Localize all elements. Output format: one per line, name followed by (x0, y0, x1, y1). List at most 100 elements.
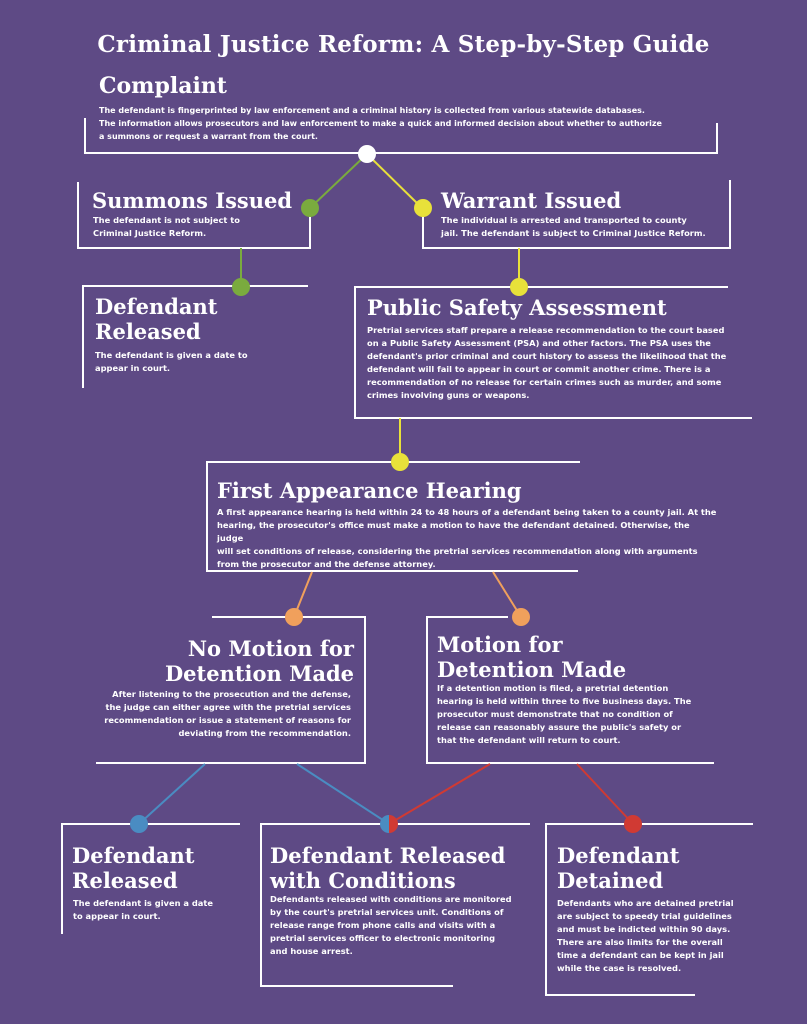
page-title: Criminal Justice Reform: A Step-by-Step … (97, 31, 710, 58)
detained-line-4: There are also limits for the overall (557, 937, 723, 947)
summons-text: The defendant is not subject to Criminal… (93, 214, 303, 240)
connector-detained (576, 763, 634, 825)
summons-line-1: The defendant is not subject to (93, 215, 240, 225)
released-1-line-2: appear in court. (95, 363, 171, 373)
released-conditions-title-line-2: with Conditions (270, 868, 456, 893)
motion-node (512, 608, 530, 626)
psa-line-1: Pretrial services staff prepare a releas… (367, 325, 725, 335)
first-appearance-title: First Appearance Hearing (217, 478, 522, 503)
psa-line-6: crimes involving guns or weapons. (367, 390, 530, 400)
released-1-text: The defendant is given a date to appear … (95, 349, 295, 375)
psa-text: Pretrial services staff prepare a releas… (367, 324, 747, 402)
complaint-title: Complaint (99, 73, 227, 99)
motion-title-line-1: Motion for (437, 632, 563, 657)
released-1-title: Defendant Released (95, 294, 218, 344)
first-appearance-node (391, 453, 409, 471)
released-2-node (130, 815, 148, 833)
summons-line-2: Criminal Justice Reform. (93, 228, 207, 238)
motion-line-5: that the defendant will return to court. (437, 735, 621, 745)
complaint-line-2: The information allows prosecutors and l… (99, 119, 662, 128)
released-2-title: Defendant Released (72, 843, 195, 893)
detained-box-frame (545, 823, 753, 996)
connector-summons (309, 153, 368, 209)
summons-box-frame (77, 182, 311, 249)
psa-line-2: on a Public Safety Assessment (PSA) and … (367, 338, 711, 348)
first-appearance-line-1: A first appearance hearing is held withi… (217, 507, 717, 517)
released-conditions-node (380, 815, 398, 833)
detained-line-3: and must be indicted within 90 days. (557, 924, 731, 934)
no-motion-text: After listening to the prosecution and t… (80, 688, 351, 740)
psa-title: Public Safety Assessment (367, 295, 667, 320)
warrant-line-1: The individual is arrested and transport… (441, 215, 687, 225)
connector-conditions-blue (296, 763, 390, 825)
psa-line-4: defendant will fail to appear in court o… (367, 364, 711, 374)
detained-title-line-2: Detained (557, 868, 664, 893)
released-1-line-1: The defendant is given a date to (95, 350, 248, 360)
released-conditions-line-3: release range from phone calls and visit… (270, 920, 496, 930)
complaint-node (358, 145, 376, 163)
connector-released-2 (138, 763, 206, 825)
no-motion-title: No Motion for Detention Made (100, 636, 354, 686)
detained-line-1: Defendants who are detained pretrial (557, 898, 734, 908)
no-motion-line-4: deviating from the recommendation. (178, 728, 351, 738)
warrant-line-2: jail. The defendant is subject to Crimin… (441, 228, 706, 238)
connector-warrant (366, 153, 423, 209)
motion-box-frame (426, 616, 714, 764)
first-appearance-line-3: will set conditions of release, consider… (217, 546, 698, 556)
no-motion-title-line-1: No Motion for (187, 636, 354, 661)
released-2-box-frame (61, 823, 240, 934)
summons-node (301, 199, 319, 217)
no-motion-node (285, 608, 303, 626)
released-conditions-line-1: Defendants released with conditions are … (270, 894, 512, 904)
motion-line-4: release can reasonably assure the public… (437, 722, 682, 732)
released-conditions-title: Defendant Released with Conditions (270, 843, 505, 893)
complaint-line-3: a summons or request a warrant from the … (99, 132, 318, 141)
first-appearance-line-4: from the prosecutor and the defense atto… (217, 559, 436, 569)
motion-title: Motion for Detention Made (437, 632, 626, 682)
released-conditions-text: Defendants released with conditions are … (270, 893, 525, 958)
released-2-title-line-2: Released (72, 868, 178, 893)
released-conditions-title-line-1: Defendant Released (270, 843, 506, 868)
motion-line-1: If a detention motion is filed, a pretri… (437, 683, 669, 693)
detained-title-line-1: Defendant (557, 843, 680, 868)
summons-title: Summons Issued (92, 188, 293, 213)
detained-line-2: are subject to speedy trial guidelines (557, 911, 732, 921)
warrant-text: The individual is arrested and transport… (441, 214, 726, 240)
warrant-node (414, 199, 432, 217)
motion-line-3: prosecutor must demonstrate that no cond… (437, 709, 673, 719)
connector-conditions-red (388, 763, 491, 825)
motion-text: If a detention motion is filed, a pretri… (437, 682, 707, 747)
psa-line-3: defendant's prior criminal and court his… (367, 351, 727, 361)
released-2-text: The defendant is given a date to appear … (73, 897, 248, 923)
detained-text: Defendants who are detained pretrial are… (557, 897, 752, 975)
detained-line-6: while the case is resolved. (557, 963, 682, 973)
released-conditions-line-4: pretrial services officer to electronic … (270, 933, 496, 943)
no-motion-line-1: After listening to the prosecution and t… (112, 689, 351, 699)
released-1-title-line-1: Defendant (95, 294, 218, 319)
psa-line-5: recommendation of no release for certain… (367, 377, 722, 387)
no-motion-title-line-2: Detention Made (164, 661, 354, 686)
detained-node (624, 815, 642, 833)
first-appearance-text: A first appearance hearing is held withi… (217, 506, 717, 571)
released-conditions-line-5: and house arrest. (270, 946, 353, 956)
detained-title: Defendant Detained (557, 843, 680, 893)
complaint-line-1: The defendant is fingerprinted by law en… (99, 106, 645, 115)
no-motion-line-2: the judge can either agree with the pret… (105, 702, 351, 712)
first-appearance-line-2: hearing, the prosecutor's office must ma… (217, 520, 690, 543)
warrant-box-frame (422, 180, 731, 249)
complaint-text: The defendant is fingerprinted by law en… (99, 104, 719, 143)
released-2-line-2: to appear in court. (73, 911, 161, 921)
no-motion-line-3: recommendation or issue a statement of r… (104, 715, 351, 725)
complaint-box-frame (84, 118, 718, 154)
motion-title-line-2: Detention Made (437, 657, 627, 682)
released-2-line-1: The defendant is given a date (73, 898, 213, 908)
released-1-title-line-2: Released (95, 319, 201, 344)
detained-line-5: time a defendant can be kept in jail (557, 950, 724, 960)
psa-box-frame (354, 286, 752, 419)
motion-line-2: hearing is held within three to five bus… (437, 696, 692, 706)
released-1-node (232, 278, 250, 296)
released-conditions-line-2: by the court's pretrial services unit. C… (270, 907, 504, 917)
psa-node (510, 278, 528, 296)
warrant-title: Warrant Issued (441, 188, 622, 213)
released-2-title-line-1: Defendant (72, 843, 195, 868)
